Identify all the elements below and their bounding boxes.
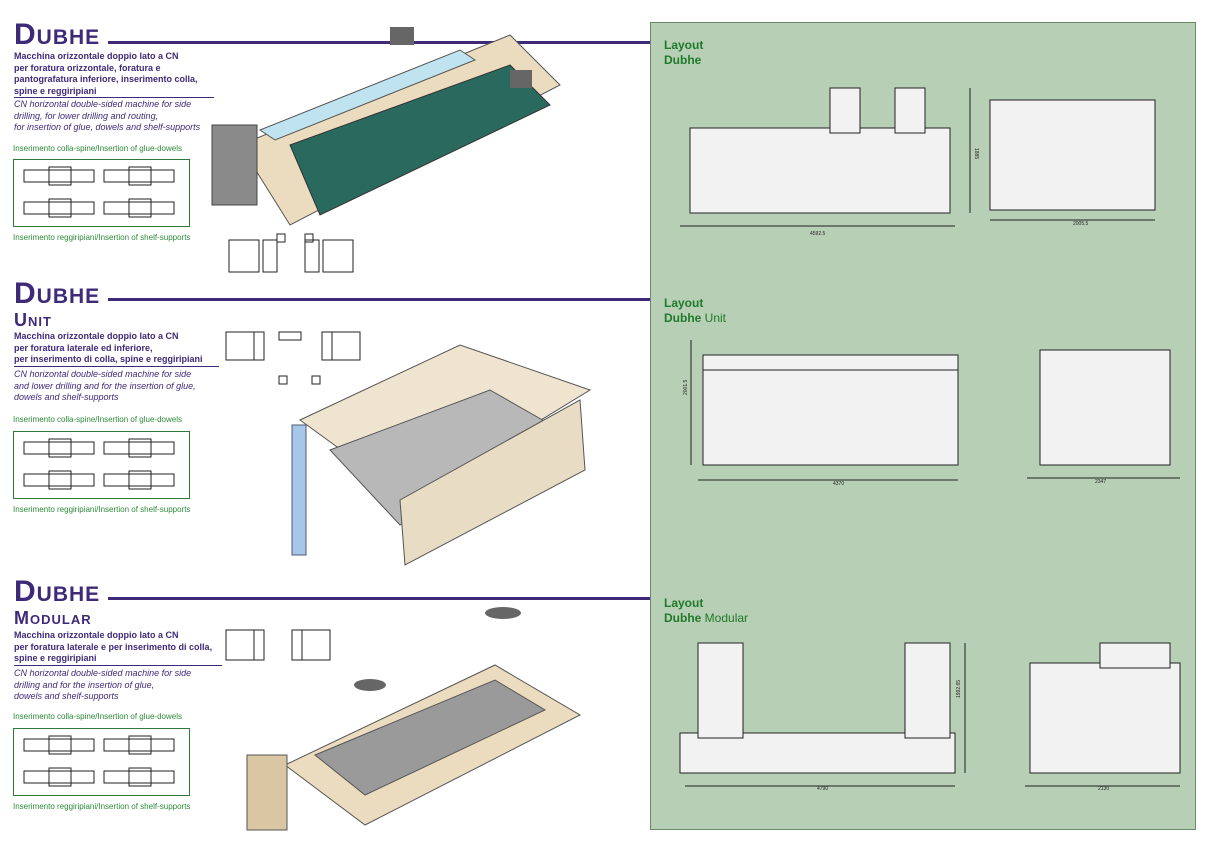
section-subtitle-modular: Modular <box>14 608 92 628</box>
glue-dowels-schematic <box>23 438 175 490</box>
title-rule <box>108 597 650 600</box>
glue-dowels-diagram <box>13 431 190 499</box>
dimension-width: 4790 <box>817 786 828 792</box>
description-italian: Macchina orizzontale doppio lato a CN pe… <box>14 630 213 663</box>
title-rule <box>108 298 650 301</box>
dubhe-modular-front-elevation: 4790 1992.65 <box>679 642 966 792</box>
section-title-dubhe: Dubhe <box>14 18 101 51</box>
layout-title-dubhe: Layout Dubhe <box>664 38 704 67</box>
description-italian: Macchina orizzontale doppio lato a CN pe… <box>14 331 203 364</box>
dimension-height: 1992.65 <box>956 680 962 698</box>
shelf-supports-schematic <box>225 331 361 385</box>
dubhe-unit-side-elevation: 2347 <box>1027 349 1180 485</box>
caption-shelf-supports: Inserimento reggiripiani/Insertion of sh… <box>13 802 191 811</box>
section-title-dubhe-modular: Dubhe <box>14 575 101 608</box>
dubhe-side-elevation: 2005.5 <box>989 99 1156 227</box>
divider <box>14 366 219 367</box>
dubhe-machine-illustration <box>211 27 561 226</box>
shelf-supports-schematic <box>228 233 354 273</box>
glue-dowels-diagram <box>13 728 190 796</box>
description-english: CN horizontal double-sided machine for s… <box>14 668 192 701</box>
layout-title-dubhe-modular: Layout Dubhe Modular <box>664 596 749 625</box>
dubhe-unit-machine-illustration <box>291 344 592 566</box>
dimension-width: 4370 <box>833 481 844 487</box>
glue-dowels-diagram <box>13 159 190 227</box>
glue-dowels-schematic <box>23 166 175 218</box>
section-title-dubhe-unit: Dubhe <box>14 277 101 310</box>
layout-title-dubhe-unit: Layout Dubhe Unit <box>664 296 727 325</box>
dimension-depth: 2347 <box>1095 479 1106 485</box>
description-english: CN horizontal double-sided machine for s… <box>14 369 196 402</box>
dimension-depth: 2005.5 <box>1073 221 1089 227</box>
description-italian: Macchina orizzontale doppio lato a CN pe… <box>14 51 198 96</box>
dubhe-modular-side-elevation: 2130 <box>1025 642 1181 792</box>
glue-dowels-schematic <box>23 735 175 787</box>
caption-glue-dowels: Inserimento colla-spine/Insertion of glu… <box>13 144 182 153</box>
caption-shelf-supports: Inserimento reggiripiani/Insertion of sh… <box>13 233 191 242</box>
dimension-height: 2001.5 <box>683 379 689 395</box>
section-subtitle-unit: Unit <box>14 310 52 330</box>
divider <box>14 97 214 98</box>
dubhe-modular-machine-illustration <box>246 607 582 831</box>
dubhe-front-elevation: 4592.5 1885 <box>680 87 979 237</box>
dimension-height: 1885 <box>973 148 979 159</box>
shelf-supports-schematic <box>225 629 331 661</box>
caption-shelf-supports: Inserimento reggiripiani/Insertion of sh… <box>13 505 191 514</box>
caption-glue-dowels: Inserimento colla-spine/Insertion of glu… <box>13 712 182 721</box>
dubhe-unit-front-elevation: 4370 2001.5 <box>683 340 959 487</box>
description-english: CN horizontal double-sided machine for s… <box>14 99 201 132</box>
dimension-width: 4592.5 <box>810 231 826 237</box>
caption-glue-dowels: Inserimento colla-spine/Insertion of glu… <box>13 415 182 424</box>
title-rule <box>108 41 650 44</box>
dimension-depth: 2130 <box>1098 786 1109 792</box>
divider <box>14 665 222 666</box>
